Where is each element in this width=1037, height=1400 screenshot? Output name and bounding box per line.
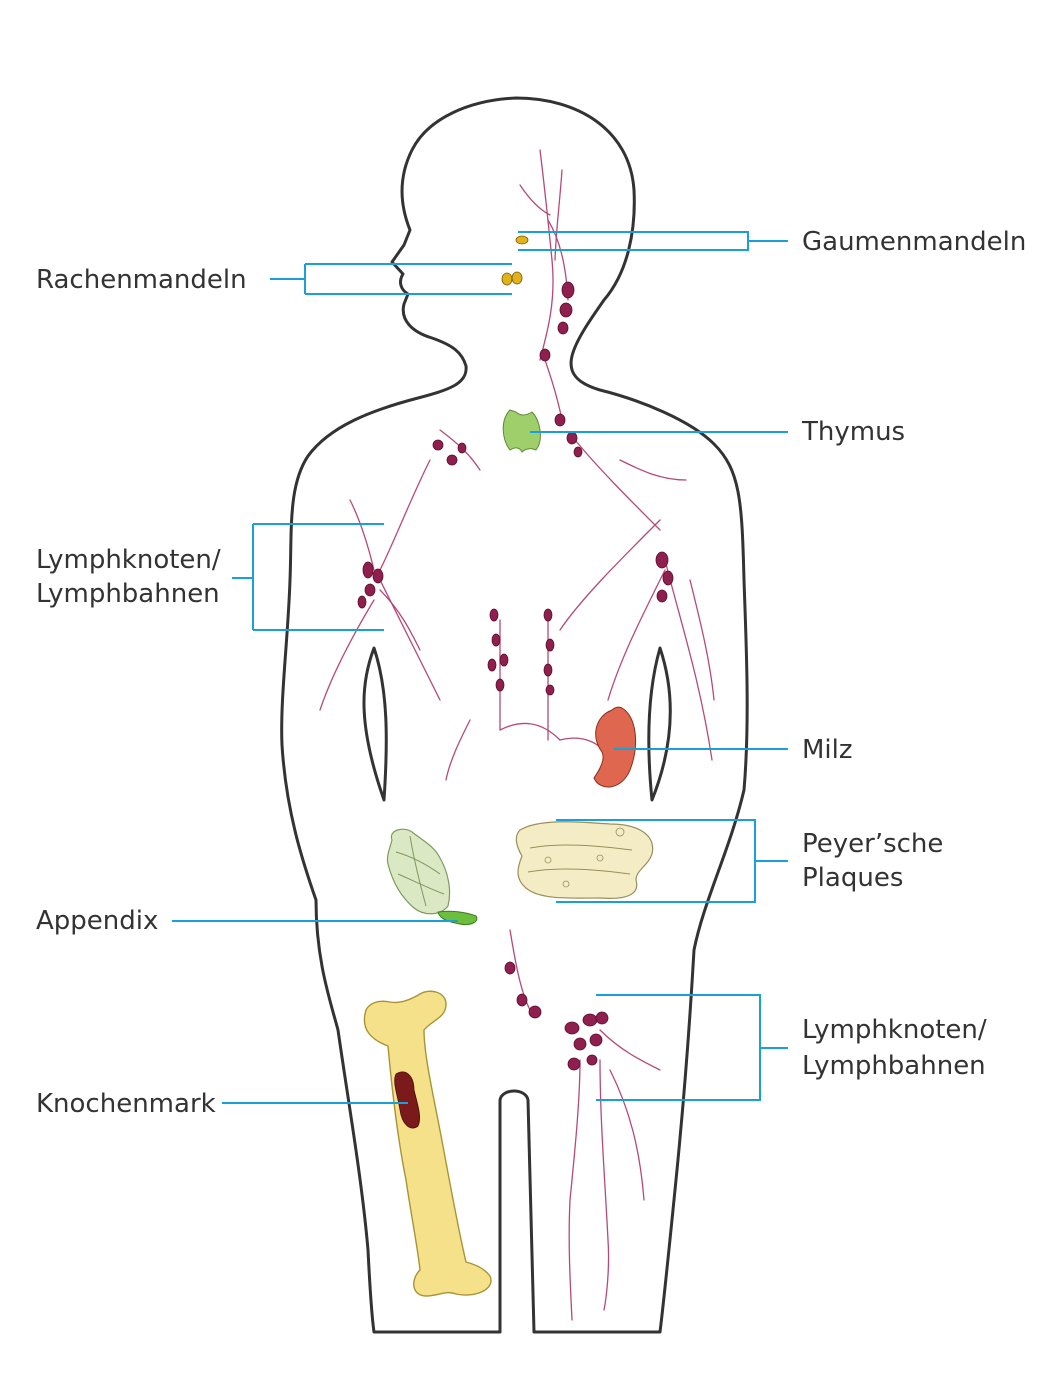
label-milz: Milz <box>802 735 853 765</box>
right-arm-gap <box>647 646 672 802</box>
leader-peyer <box>556 819 788 903</box>
femur-bone-icon <box>363 990 492 1297</box>
lymph-vessels <box>319 149 715 1321</box>
label-thymus: Thymus <box>801 417 905 447</box>
thymus-organ-icon <box>502 409 541 453</box>
label-lymph-lower-line1: Lymphknoten/ <box>802 1015 987 1045</box>
leader-lymph-upper <box>232 523 384 631</box>
label-gaumenmandeln: Gaumenmandeln <box>802 227 1026 257</box>
leader-rachenmandeln <box>270 263 512 295</box>
labels: Gaumenmandeln Rachenmandeln Thymus Lymph… <box>36 227 1026 1119</box>
leader-lines <box>172 231 788 1104</box>
label-knochenmark: Knochenmark <box>36 1089 216 1119</box>
appendix-organ-icon <box>386 828 478 925</box>
leader-gaumenmandeln <box>518 231 788 251</box>
body-silhouette <box>280 96 749 1334</box>
left-arm-gap <box>362 646 388 802</box>
label-lymph-lower-line2: Lymphbahnen <box>802 1051 986 1081</box>
tonsil-organ-icon <box>501 235 529 286</box>
small-intestine-icon <box>515 821 654 899</box>
label-peyer-line2: Plaques <box>802 863 903 893</box>
label-lymph-upper-line1: Lymphknoten/ <box>36 545 221 575</box>
label-rachenmandeln: Rachenmandeln <box>36 265 247 295</box>
lymph-node-clusters <box>357 281 674 1071</box>
leader-lymph-lower <box>596 994 788 1101</box>
human-body-outline-icon <box>280 96 749 1334</box>
label-appendix: Appendix <box>36 906 158 936</box>
spleen-organ-icon <box>593 706 636 788</box>
label-peyer-line1: Peyer’sche <box>802 829 943 859</box>
label-lymph-upper-line2: Lymphbahnen <box>36 579 220 609</box>
